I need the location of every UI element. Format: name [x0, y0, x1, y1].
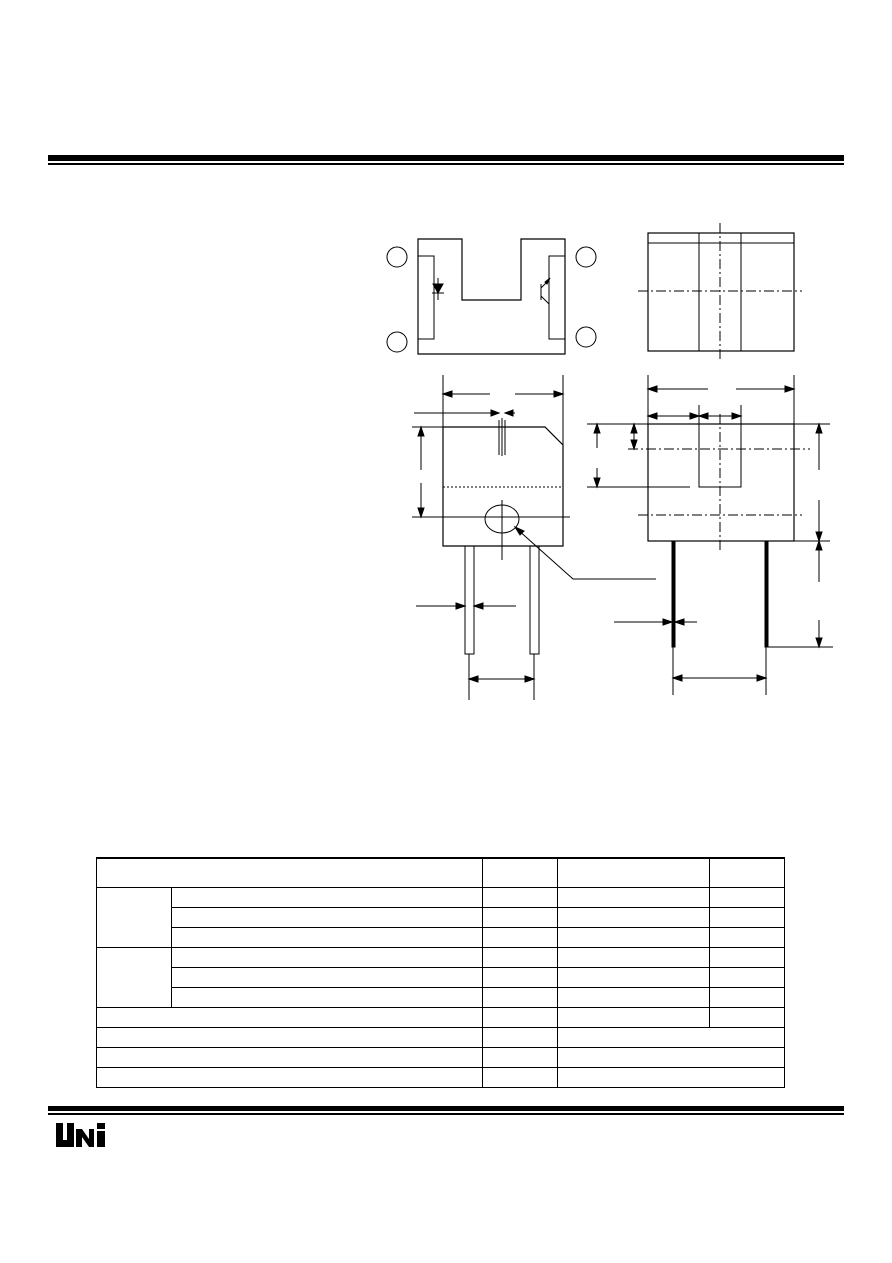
table-row: [96, 887, 785, 949]
table-row: [96, 1047, 785, 1068]
table-cell: [557, 967, 710, 989]
company-logo-icon: [56, 1123, 105, 1147]
table-cell: [482, 927, 558, 949]
table-row: [97, 907, 785, 929]
table-cell: [96, 1007, 483, 1029]
table-cell: [709, 1007, 785, 1029]
footer-rule-thin: [48, 1113, 844, 1115]
table-cell: [557, 1007, 710, 1029]
table-row: [96, 1027, 785, 1049]
table-cell: [482, 1047, 558, 1068]
table-cell: [557, 1027, 785, 1049]
table-group-cell: [96, 947, 172, 1009]
table-cell: [482, 987, 558, 1009]
table-cell: [96, 1067, 483, 1088]
table-cell: [709, 987, 785, 1009]
header-rule-thick: [48, 155, 844, 161]
table-cell: [709, 927, 785, 949]
table-cell: [171, 947, 483, 969]
table-row: [96, 1007, 785, 1029]
table-row: [96, 1067, 785, 1088]
table-cell: [557, 1067, 785, 1088]
table-cell: [709, 947, 785, 969]
table-cell: [709, 887, 785, 909]
top-view-outline: [638, 223, 802, 362]
pin-marker-1: [386, 246, 408, 268]
phototransistor-icon: [540, 277, 551, 305]
table-cell: [171, 987, 483, 1009]
table-row: [97, 927, 785, 949]
table-cell: [557, 947, 710, 969]
table-cell: [171, 887, 483, 909]
table-cell: [482, 947, 558, 969]
table-cell: [557, 887, 710, 909]
table-cell: [557, 907, 710, 929]
table-cell: [482, 1027, 558, 1049]
top-view-schematic: [386, 238, 597, 355]
table-cell: [482, 1067, 558, 1088]
table-cell: [709, 907, 785, 929]
table-cell: [171, 907, 483, 929]
table-row: [96, 947, 785, 1009]
table-header-cell: [709, 857, 785, 889]
table-cell: [171, 927, 483, 949]
table-cell: [96, 1047, 483, 1068]
table-cell: [482, 887, 558, 909]
table-cell: [96, 1027, 483, 1049]
pin-marker-4: [575, 326, 597, 348]
table-header-cell: [482, 857, 558, 889]
table-cell: [171, 967, 483, 989]
table-header-cell: [557, 857, 710, 889]
ratings-table: [96, 857, 785, 1088]
side-view: [587, 375, 833, 695]
pin-marker-2: [386, 331, 408, 353]
front-view: [412, 375, 656, 700]
table-cell: [482, 967, 558, 989]
table-cell: [482, 1007, 558, 1029]
footer-rule-thick: [48, 1106, 844, 1111]
table-cell: [709, 967, 785, 989]
table-cell: [557, 1047, 785, 1068]
pin-marker-3: [575, 246, 597, 268]
table-cell: [482, 907, 558, 929]
led-diode-icon: [432, 278, 444, 300]
table-row: [97, 967, 785, 989]
table-row: [97, 987, 785, 1009]
table-group-cell: [96, 887, 172, 949]
header-rule-thin: [48, 163, 844, 165]
table-row: [96, 857, 785, 889]
table-cell: [557, 987, 710, 1009]
table-header-cell: [96, 857, 483, 889]
table-cell: [557, 927, 710, 949]
